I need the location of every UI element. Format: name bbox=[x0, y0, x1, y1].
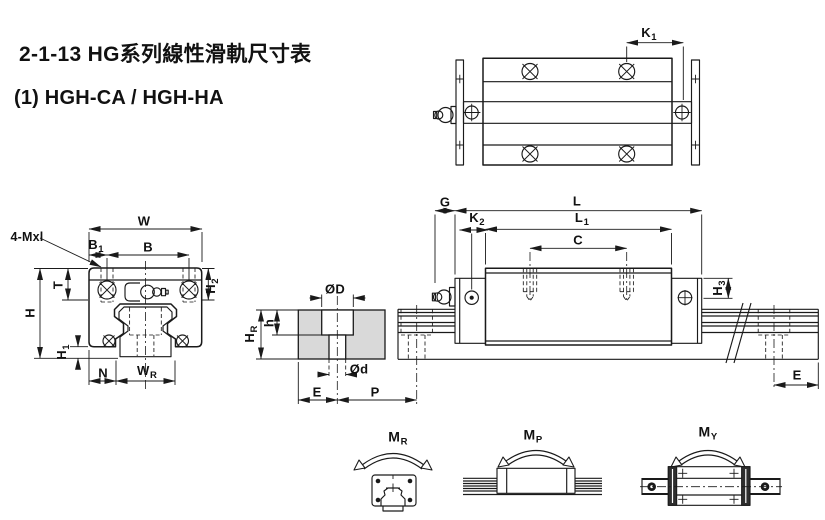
dim-label-k1: K1 bbox=[641, 24, 657, 43]
dim-label-p: P bbox=[370, 384, 380, 400]
rail-break-symbol bbox=[725, 302, 752, 364]
top-view bbox=[432, 39, 701, 166]
dim-label-wr: WR bbox=[136, 362, 158, 381]
dim-label-l1: L1 bbox=[574, 209, 590, 228]
end-cap-hole-right bbox=[677, 290, 693, 306]
side-view-dimensions bbox=[434, 207, 819, 389]
mounting-thread-top-right bbox=[179, 268, 199, 303]
dim-label-e-end: E bbox=[792, 367, 802, 383]
front-view-dimensions bbox=[34, 226, 215, 385]
mini-top-view bbox=[640, 466, 782, 506]
side-view bbox=[397, 207, 819, 404]
page-subtitle: (1) HGH-CA / HGH-HA bbox=[14, 87, 224, 109]
page-title: 2-1-13 HG系列線性滑軌尺寸表 bbox=[19, 43, 312, 66]
mini-side-view bbox=[463, 467, 602, 496]
grease-nipple-front-icon bbox=[124, 282, 169, 302]
dim-label-4mxl: 4-Mxl bbox=[10, 229, 44, 244]
block-body-top bbox=[482, 57, 673, 166]
dim-label-c: C bbox=[573, 232, 583, 248]
dim-label-h: H bbox=[22, 308, 38, 318]
dim-label-h1: H1 bbox=[53, 344, 72, 360]
moment-yaw-diagram bbox=[640, 450, 782, 506]
block-outline-front bbox=[88, 267, 203, 348]
tapped-holes-hidden bbox=[522, 252, 634, 303]
dim-label-phiD: ØD bbox=[325, 281, 345, 297]
retainer-screws bbox=[102, 334, 190, 348]
mini-front-view bbox=[371, 474, 417, 512]
block-body-side bbox=[484, 267, 673, 346]
dim-label-mr: MR bbox=[388, 428, 408, 448]
rail-side bbox=[397, 302, 819, 404]
dim-label-h-counterbore: h bbox=[261, 318, 277, 328]
dim-label-t: T bbox=[50, 280, 66, 290]
mounting-thread-top-left bbox=[97, 268, 117, 303]
dim-label-hr: HR bbox=[241, 325, 260, 343]
arrowhead-left bbox=[497, 456, 510, 468]
moment-roll-diagram bbox=[353, 453, 433, 512]
moment-pitch-diagram bbox=[463, 450, 602, 496]
dim-label-my: MY bbox=[698, 423, 718, 443]
rail-section-view bbox=[256, 294, 418, 404]
dim-label-w: W bbox=[137, 213, 151, 229]
arrowhead-left bbox=[670, 456, 683, 468]
arrowhead-right bbox=[420, 459, 433, 471]
arrowhead-right bbox=[733, 456, 746, 468]
front-view bbox=[34, 226, 215, 392]
grease-nipple-side-icon bbox=[431, 286, 456, 307]
side-hole-left bbox=[463, 103, 481, 122]
dim-label-h2: H2 bbox=[202, 278, 221, 294]
dim-label-h3: H3 bbox=[709, 280, 728, 296]
dim-label-b: B bbox=[143, 239, 153, 255]
dim-label-g: G bbox=[439, 194, 451, 210]
dim-label-e-rail: E bbox=[312, 384, 322, 400]
side-hole-right bbox=[673, 103, 691, 122]
dim-label-k2: K2 bbox=[469, 209, 485, 228]
dim-label-n: N bbox=[98, 365, 108, 381]
dim-label-phid: Ød bbox=[349, 361, 369, 377]
dimension-k1 bbox=[626, 39, 684, 100]
rail-section-dimensions bbox=[256, 294, 418, 404]
mounting-holes-top-view bbox=[521, 62, 636, 163]
rail-profile bbox=[118, 306, 173, 358]
dim-label-b1: B1 bbox=[88, 236, 104, 255]
end-cap-hole-left bbox=[464, 290, 479, 305]
arrowhead-left bbox=[353, 459, 366, 471]
dim-label-l: L bbox=[572, 193, 582, 209]
dim-label-mp: MP bbox=[523, 426, 543, 446]
end-seal-right bbox=[690, 59, 701, 166]
grease-nipple-top-icon bbox=[432, 105, 457, 125]
arrowhead-right bbox=[562, 456, 575, 468]
